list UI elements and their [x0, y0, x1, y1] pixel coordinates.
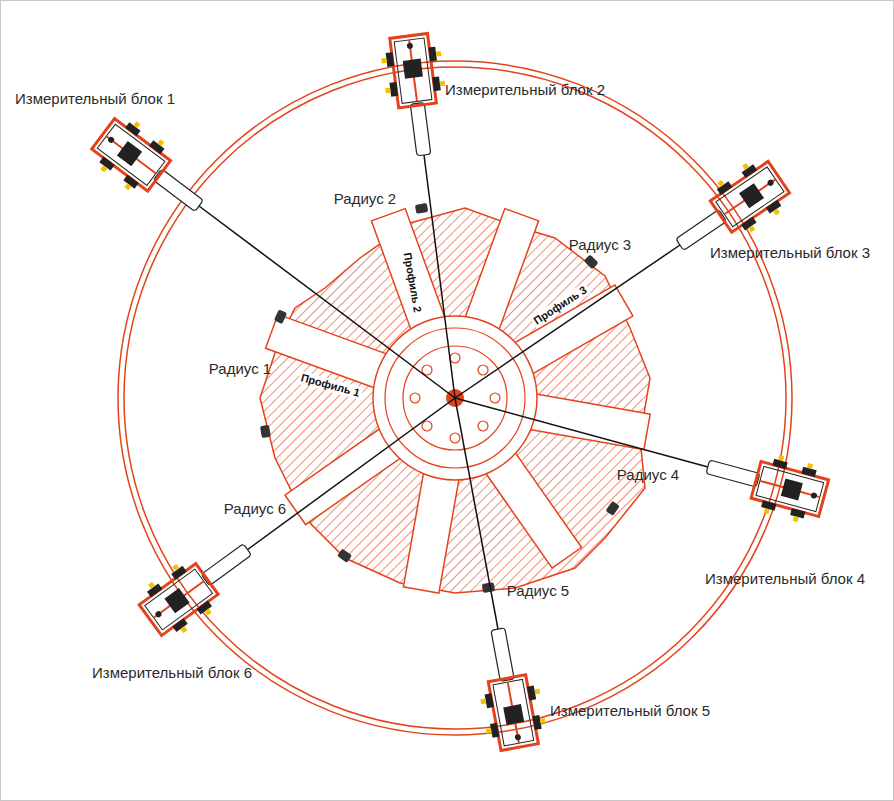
radius-label: Радиус 1: [209, 360, 271, 377]
unit-label: Измерительный блок 4: [705, 570, 865, 587]
unit-label: Измерительный блок 1: [15, 90, 175, 107]
radius-label: Радиус 4: [617, 466, 679, 483]
radius-label: Радиус 6: [224, 500, 286, 517]
unit-label: Измерительный блок 6: [92, 664, 252, 681]
unit-label: Измерительный блок 2: [445, 81, 605, 98]
unit-label: Измерительный блок 5: [550, 702, 710, 719]
measuring-unit: [133, 525, 265, 644]
radius-label: Радиус 3: [569, 236, 631, 253]
radius-lines: [199, 155, 708, 629]
measuring-unit: [700, 438, 832, 527]
radius-label: Радиус 2: [334, 190, 396, 207]
outer-ring: [124, 67, 786, 729]
radius-label: Радиус 5: [507, 582, 569, 599]
measuring-unit: [468, 624, 549, 753]
outer-ring: [118, 61, 792, 735]
unit-label: Измерительный блок 3: [710, 244, 870, 261]
measuring-unit: [85, 110, 217, 230]
measuring-unit: [379, 32, 454, 159]
